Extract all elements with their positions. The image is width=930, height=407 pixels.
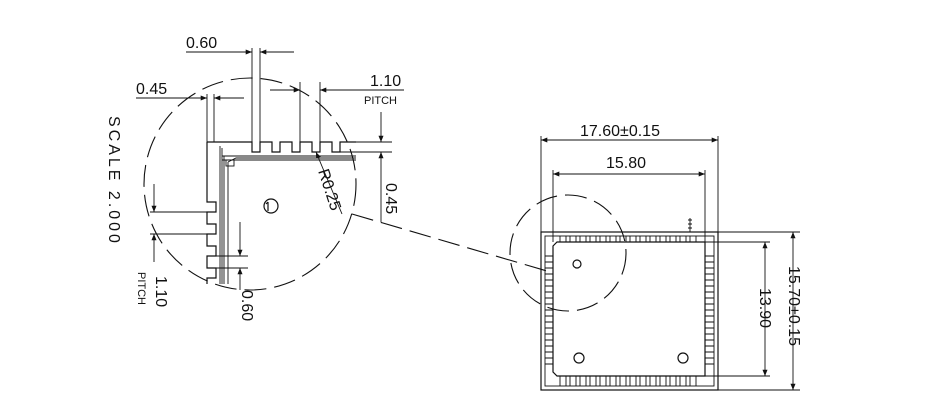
detail-top-edge xyxy=(207,141,356,153)
module-top-pads xyxy=(559,236,697,242)
dim-radius: R0.25 xyxy=(314,167,343,213)
dim-pitch-word: PITCH xyxy=(364,95,397,107)
detail-view: 0.60 0.45 1.10 PITCH R0.25 0.45 SCALE 2.… xyxy=(105,35,404,321)
module-bottom-pads xyxy=(559,376,697,386)
dim-gap: 0.45 xyxy=(136,81,167,98)
module-right-pads xyxy=(705,255,714,365)
dim-left-pitch-word: PITCH xyxy=(135,272,147,305)
detail-left-edge xyxy=(206,142,217,284)
dim-outer-width: 17.60±0.15 xyxy=(580,123,660,140)
module-view: 17.60±0.15 15.80 13.90 15.70±0.15 xyxy=(509,123,802,391)
fiducial-left xyxy=(573,352,585,364)
dim-pad-width: 0.60 xyxy=(186,35,217,52)
dim-inner-height: 13.90 xyxy=(756,288,773,328)
dim-left-pitch-value: 1.10 xyxy=(152,276,169,307)
fiducial-right xyxy=(677,352,689,364)
dim-outer-height: 15.70±0.15 xyxy=(785,266,802,346)
dim-pitch-value: 1.10 xyxy=(370,73,401,90)
dim-inner-width: 15.80 xyxy=(606,155,646,172)
dim-right-045: 0.45 xyxy=(382,183,399,214)
detail-connector xyxy=(351,213,548,272)
module-outer-body xyxy=(540,231,719,391)
module-shield xyxy=(552,241,706,377)
module-detail-circle xyxy=(509,194,627,312)
pin1-mark xyxy=(572,259,582,269)
detail-circle xyxy=(143,77,357,291)
scale-label: SCALE 2.000 xyxy=(105,116,122,246)
pin1-marker-circle xyxy=(263,198,279,214)
dim-bottom-060: 0.60 xyxy=(238,290,255,321)
module-left-pads xyxy=(545,255,553,365)
